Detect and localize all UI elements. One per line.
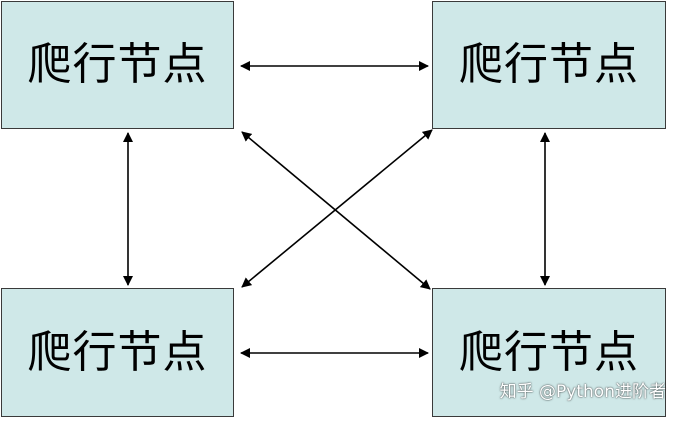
crawler-node-bottom-right: 爬行节点 — [432, 288, 666, 417]
crawler-node-bottom-left: 爬行节点 — [1, 288, 234, 417]
node-label: 爬行节点 — [459, 39, 639, 90]
crawler-node-top-right: 爬行节点 — [432, 1, 666, 129]
node-label: 爬行节点 — [27, 39, 208, 90]
edge-n2-n3 — [241, 129, 433, 288]
watermark-text: 知乎 @Python进阶者 — [499, 381, 666, 402]
node-label: 爬行节点 — [459, 326, 639, 378]
node-label: 爬行节点 — [27, 326, 208, 378]
crawler-node-top-left: 爬行节点 — [1, 1, 234, 129]
